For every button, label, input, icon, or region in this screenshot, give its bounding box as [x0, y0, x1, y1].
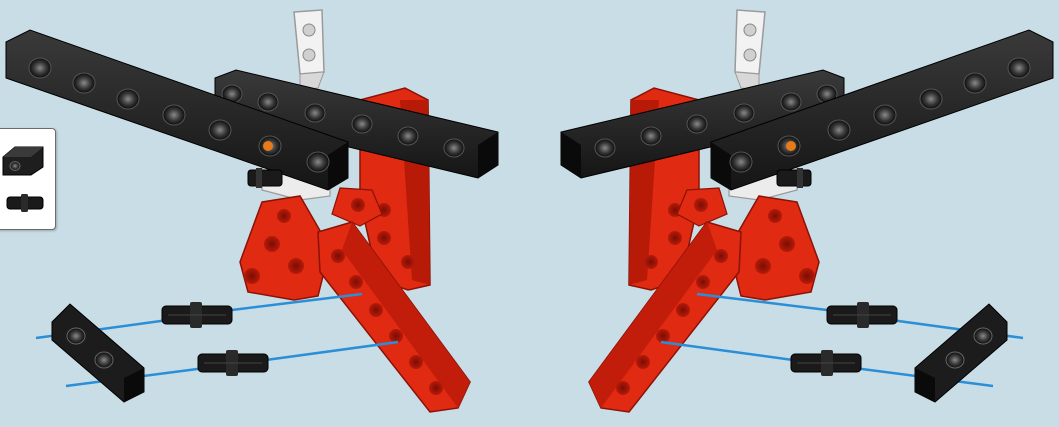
parts-callout-icons	[0, 129, 55, 229]
parts-callout	[0, 128, 56, 230]
black-pin-icon	[7, 194, 43, 212]
black-block-icon	[3, 147, 43, 175]
left-assembly-step	[6, 10, 498, 412]
right-assembly-step	[561, 10, 1053, 412]
